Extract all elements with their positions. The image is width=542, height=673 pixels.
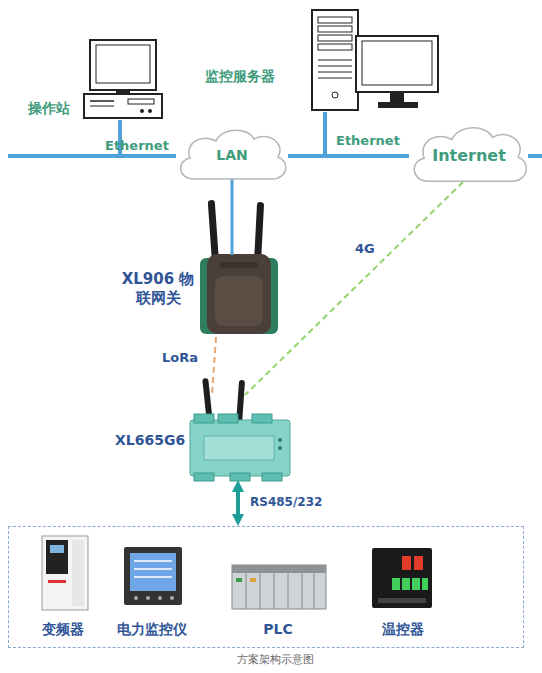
ethernet-bus: [528, 154, 542, 158]
connector-label: 4G: [355, 241, 375, 257]
ethernet-bus: [8, 154, 120, 158]
connector: [245, 182, 463, 395]
module-node: XL665G6: [115, 395, 293, 480]
connector-label: Ethernet: [336, 133, 400, 149]
node-label: 变频器: [18, 621, 108, 639]
connector: [325, 112, 409, 156]
cloud-node: Internet: [405, 122, 533, 190]
connector-label: LoRa: [162, 350, 198, 366]
node-label: XL906 物联网关: [118, 270, 198, 308]
device-node: PLC: [223, 533, 333, 639]
computer-icon: [84, 40, 162, 118]
temperature-controller-icon: [372, 548, 432, 608]
device-node: 变频器: [18, 533, 108, 639]
connector: [231, 179, 234, 255]
connector-label: RS485/232: [250, 495, 322, 510]
gateway-node: XL906 物联网关: [118, 255, 280, 337]
connector: [212, 337, 216, 395]
module-icon: [190, 378, 290, 481]
plc-icon: [232, 565, 326, 609]
cloud-node: LAN: [172, 125, 292, 187]
inverter-icon: [42, 536, 88, 610]
node-label: 温控器: [353, 621, 453, 639]
device-node: 温控器: [353, 533, 453, 639]
server-icon: [312, 10, 438, 110]
connector: [288, 112, 325, 156]
server-node: 监控服务器: [205, 8, 445, 112]
device-node: 电力监控仪: [104, 533, 199, 639]
node-label: PLC: [223, 621, 333, 639]
node-label: LAN: [172, 147, 292, 165]
connector-label: Ethernet: [105, 138, 169, 154]
node-label: XL665G6: [115, 432, 185, 450]
node-label: 操作站: [28, 100, 88, 118]
gateway-icon: [200, 200, 278, 334]
node-label: Internet: [405, 146, 533, 166]
figure-caption: 方案架构示意图: [0, 653, 542, 667]
device-group: 变频器电力监控仪 PLC 温控器: [8, 526, 524, 648]
node-label: 监控服务器: [205, 68, 305, 86]
computer-node: 操作站: [28, 38, 168, 120]
node-label: 电力监控仪: [104, 621, 199, 639]
power-meter-icon: [124, 547, 182, 605]
connector: [236, 486, 240, 520]
